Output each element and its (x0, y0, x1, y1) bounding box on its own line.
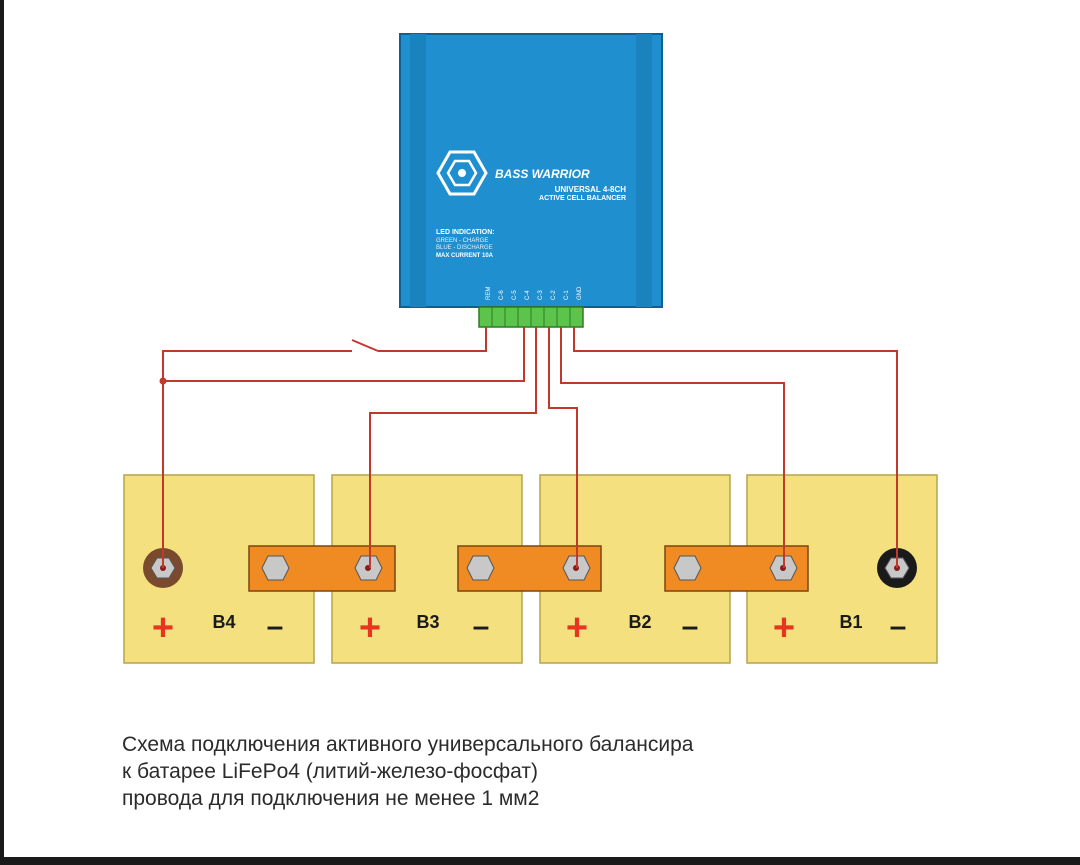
pin-labels: REM C-6 C-5 C-4 C-3 C-2 C-1 GND (486, 286, 583, 300)
plus-sign-b4: + (152, 607, 174, 649)
caption-line1: Схема подключения активного универсально… (122, 733, 694, 756)
wire-rem-to-b4-plus (162, 350, 352, 568)
wire-c2 (548, 327, 578, 568)
caption-line2: к батарее LiFePo4 (литий-железо-фосфат) (122, 760, 538, 783)
led-title: LED INDICATION: (436, 229, 495, 236)
logo-icon (436, 150, 488, 196)
diagram-caption: Схема подключения активного универсально… (122, 731, 693, 812)
pin-label-c2: C-2 (551, 290, 557, 300)
pin-label-c1: C-1 (564, 290, 570, 300)
polarity-signs: + – + – + – + – (152, 607, 906, 649)
remote-switch (351, 339, 379, 352)
model-line2: ACTIVE CELL BALANCER (539, 195, 626, 202)
left-border (0, 0, 4, 865)
brand-text: BASS WARRIOR (495, 167, 590, 181)
battery-label-b1: B1 (839, 612, 862, 632)
battery-label-b2: B2 (628, 612, 651, 632)
terminal-b3-minus (466, 555, 495, 581)
balancer-connector (478, 306, 584, 328)
model-line1: UNIVERSAL 4-8CH (555, 185, 627, 194)
minus-sign-b4: – (267, 610, 284, 643)
plus-sign-b1: + (773, 607, 795, 649)
wires (162, 327, 898, 568)
wire-c4 (163, 327, 525, 382)
led-blue: BLUE - DISCHARGE (436, 245, 493, 251)
pin-label-c6: C-6 (499, 290, 505, 300)
balancer-right-rail (636, 34, 652, 307)
plus-sign-b3: + (359, 607, 381, 649)
terminal-b2-minus (673, 555, 702, 581)
wire-junction (159, 377, 167, 385)
plus-sign-b2: + (566, 607, 588, 649)
bottom-border (0, 857, 1080, 865)
terminal-b3-plus (354, 555, 383, 581)
balancer-body (399, 33, 663, 308)
led-green: GREEN - CHARGE (436, 238, 488, 244)
busbars (248, 545, 809, 592)
battery-labels: B4 B3 B2 B1 (212, 612, 862, 632)
balancer-left-rail (410, 34, 426, 307)
pin-label-c3: C-3 (538, 290, 544, 300)
balancer-module: BASS WARRIOR UNIVERSAL 4-8CH ACTIVE CELL… (399, 33, 663, 328)
battery-label-b4: B4 (212, 612, 235, 632)
pin-label-c4: C-4 (525, 290, 531, 300)
wire-c3 (369, 327, 537, 568)
wire-gnd (573, 327, 898, 568)
pin-label-gnd: GND (577, 286, 583, 300)
minus-sign-b1: – (890, 610, 907, 643)
caption-line3: провода для подключения не менее 1 мм2 (122, 787, 540, 810)
battery-label-b3: B3 (416, 612, 439, 632)
wire-c1 (560, 327, 785, 568)
minus-sign-b2: – (682, 610, 699, 643)
max-current: MAX CURRENT 10A (436, 253, 494, 259)
pin-label-c5: C-5 (512, 290, 518, 300)
pin-label-rem: REM (486, 287, 492, 300)
wire-rem (378, 327, 487, 352)
minus-sign-b3: – (473, 610, 490, 643)
terminal-b4-minus (261, 555, 290, 581)
